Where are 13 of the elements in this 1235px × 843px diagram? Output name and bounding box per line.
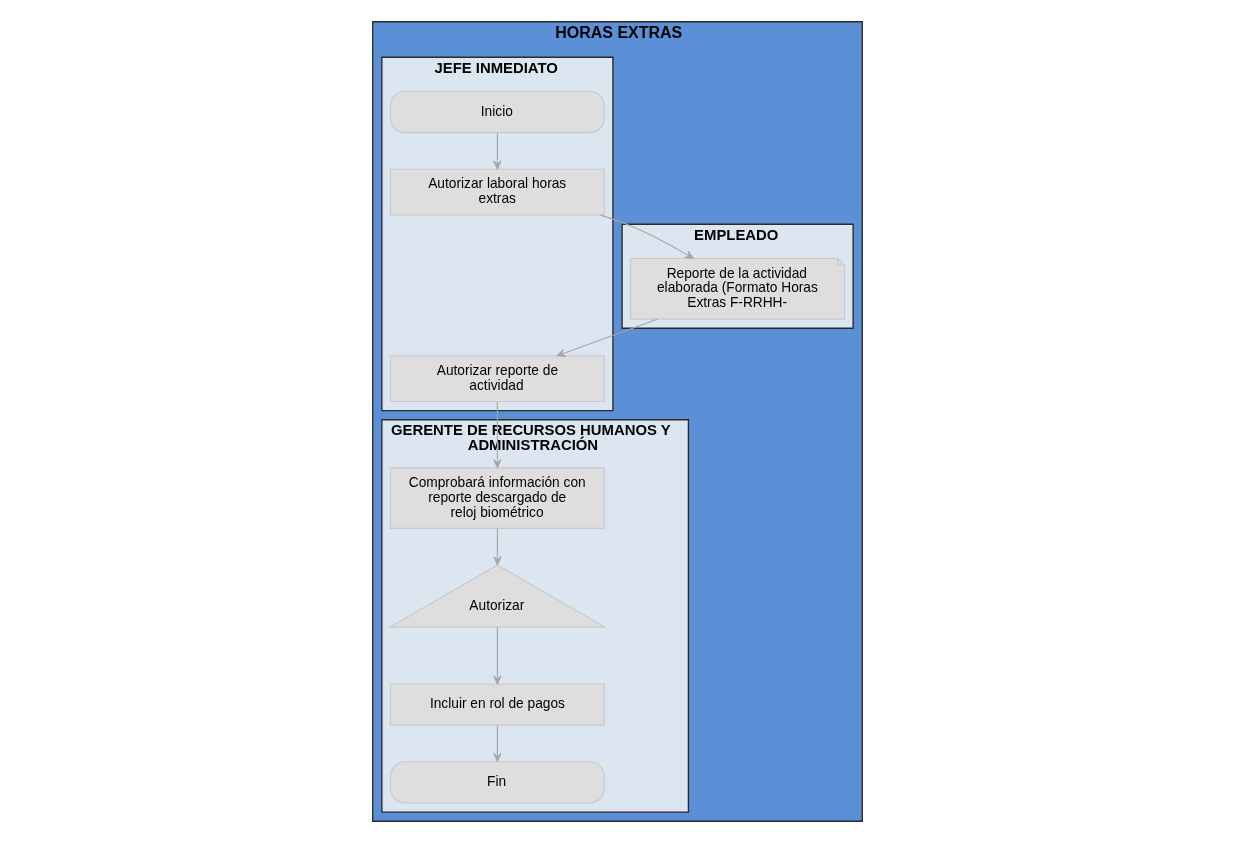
node-box: Comprobará información con reporte descargado de reloj biométrico (389, 467, 605, 530)
arrow (556, 318, 658, 357)
arrow (493, 725, 502, 762)
arrow (493, 401, 502, 469)
node-box: Autorizar reporte de actividad (389, 355, 605, 403)
arrow (599, 214, 694, 259)
arrow (493, 626, 502, 685)
node-box: Incluir en rol de pagos (389, 683, 605, 726)
arrow (493, 528, 502, 566)
arrow (493, 132, 502, 170)
node-box: Inicio (389, 90, 605, 134)
node-box: Autorizar laboral horas extras (389, 168, 605, 216)
node-box: Fin (389, 761, 605, 804)
